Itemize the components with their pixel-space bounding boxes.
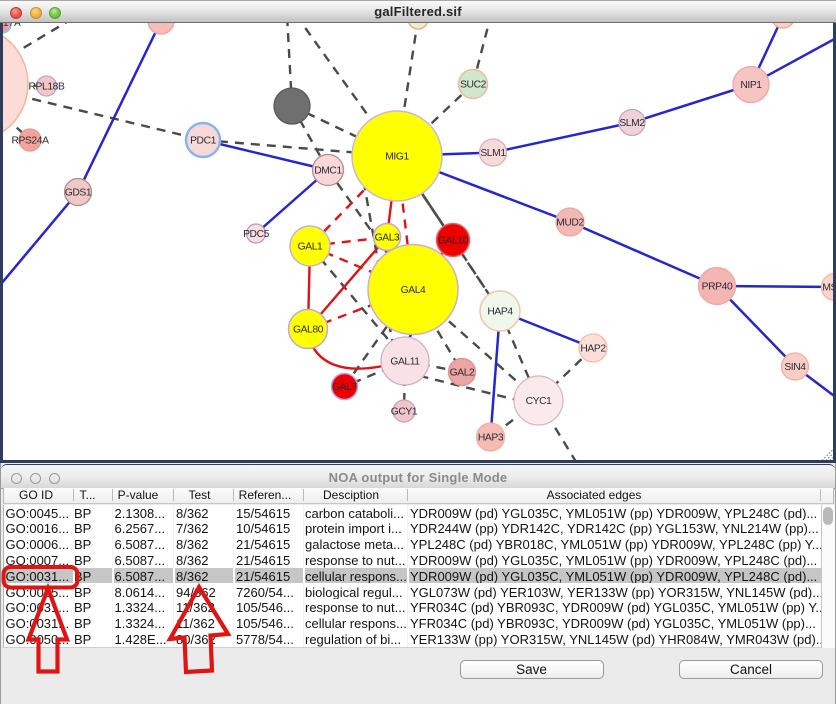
svg-text:17A: 17A xyxy=(3,18,21,29)
svg-text:SLM2: SLM2 xyxy=(619,118,645,129)
svg-text:SLM1: SLM1 xyxy=(480,148,506,159)
svg-text:GAL11: GAL11 xyxy=(390,357,420,368)
svg-text:DMC1: DMC1 xyxy=(314,166,342,177)
svg-text:MSL1: MSL1 xyxy=(822,283,836,294)
svg-text:PDC1: PDC1 xyxy=(190,136,217,147)
svg-text:HAP3: HAP3 xyxy=(478,433,504,444)
svg-text:PRP40: PRP40 xyxy=(702,282,733,293)
svg-text:NIP1: NIP1 xyxy=(740,80,762,91)
svg-text:MUD2: MUD2 xyxy=(556,218,584,229)
svg-text:SIN4: SIN4 xyxy=(784,362,806,373)
svg-text:RPL18B: RPL18B xyxy=(29,82,65,93)
svg-text:GAL3: GAL3 xyxy=(375,233,400,244)
svg-text:HAP4: HAP4 xyxy=(487,307,513,318)
svg-text:HAP2: HAP2 xyxy=(580,344,606,355)
svg-text:GAL2: GAL2 xyxy=(450,368,475,379)
svg-text:CYC1: CYC1 xyxy=(526,396,553,407)
svg-text:SUC2: SUC2 xyxy=(460,80,487,91)
svg-text:PDC5: PDC5 xyxy=(243,229,270,240)
svg-text:GAL80: GAL80 xyxy=(293,325,324,336)
svg-text:GAL7: GAL7 xyxy=(332,382,357,393)
svg-text:MIG1: MIG1 xyxy=(385,152,409,163)
svg-text:RPS24A: RPS24A xyxy=(11,136,49,147)
svg-text:GAL1: GAL1 xyxy=(298,242,323,253)
svg-text:GAL4: GAL4 xyxy=(401,285,426,296)
svg-text:GAL10: GAL10 xyxy=(438,236,469,247)
svg-text:GDS1: GDS1 xyxy=(65,188,92,199)
svg-text:GCY1: GCY1 xyxy=(391,407,418,418)
